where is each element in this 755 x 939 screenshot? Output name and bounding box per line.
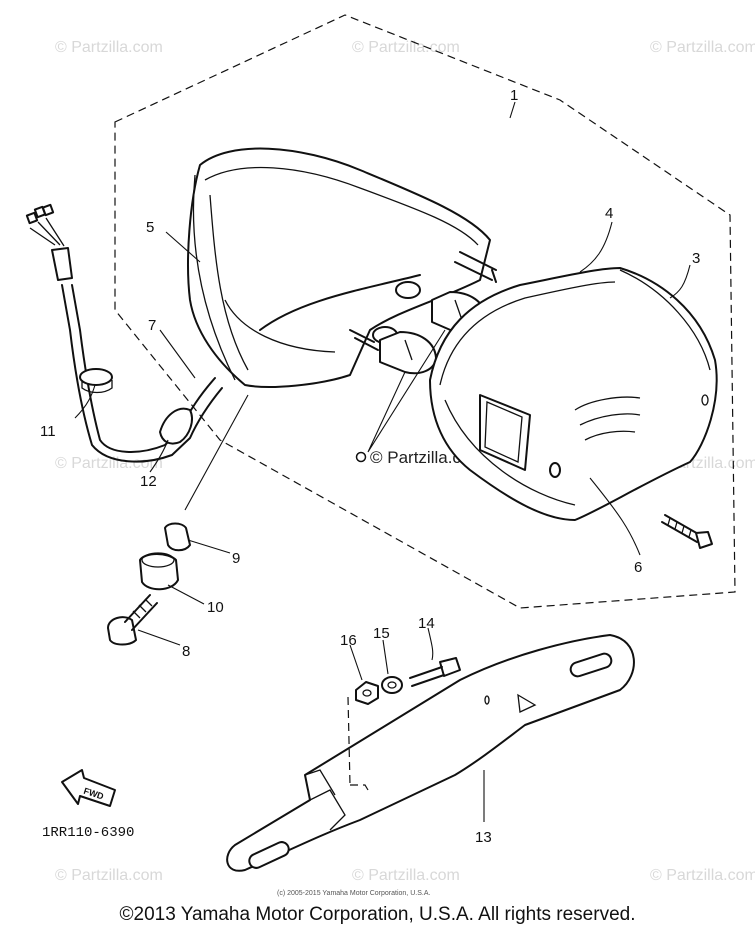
diagram-code: 1RR110-6390 — [42, 825, 134, 841]
watermark: © Partzilla.com — [55, 39, 163, 56]
fwd-arrow-icon: FWD — [61, 769, 116, 807]
callout-7: 7 — [148, 317, 156, 334]
callout-12: 12 — [140, 473, 157, 490]
callouts: 1 4 3 5 7 11 12 6 9 10 8 14 15 16 13 — [40, 87, 700, 846]
lens-assembly — [429, 267, 718, 521]
callout-8: 8 — [182, 643, 190, 660]
callout-5: 5 — [146, 219, 154, 236]
watermark: © Partzilla.com — [55, 867, 163, 884]
callout-11: 11 — [40, 423, 56, 440]
watermark-group: © Partzilla.com © Partzilla.com © Partzi… — [55, 39, 755, 884]
callout-4: 4 — [605, 205, 613, 222]
watermark: © Partzilla.com — [650, 867, 755, 884]
watermark: © Partzilla.com — [650, 39, 755, 56]
footer-copyright: ©2013 Yamaha Motor Corporation, U.S.A. A… — [119, 904, 636, 925]
callout-9: 9 — [232, 550, 240, 567]
leader-lines — [74, 101, 691, 822]
small-copyright: (c) 2005-2015 Yamaha Motor Corporation, … — [277, 890, 430, 897]
watermark: © Partzilla.com — [55, 455, 163, 472]
bulbs: © Partzilla.com — [355, 291, 487, 467]
watermark: © Partzilla.com — [352, 39, 460, 56]
callout-13: 13 — [475, 829, 492, 846]
license-bracket — [226, 634, 635, 872]
callout-16: 16 — [340, 632, 357, 649]
callout-14: 14 — [418, 615, 435, 632]
callout-3: 3 — [692, 250, 700, 267]
assembly-boundary — [114, 14, 736, 609]
watermark: © Partzilla.com — [352, 867, 460, 884]
callout-10: 10 — [207, 599, 224, 616]
bolt-6 — [661, 514, 713, 549]
mounting-hardware — [107, 522, 191, 646]
callout-15: 15 — [373, 625, 390, 642]
wiring-harness — [25, 203, 223, 463]
callout-6: 6 — [634, 559, 642, 576]
lamp-base — [187, 147, 497, 388]
callout-1: 1 — [510, 87, 518, 104]
